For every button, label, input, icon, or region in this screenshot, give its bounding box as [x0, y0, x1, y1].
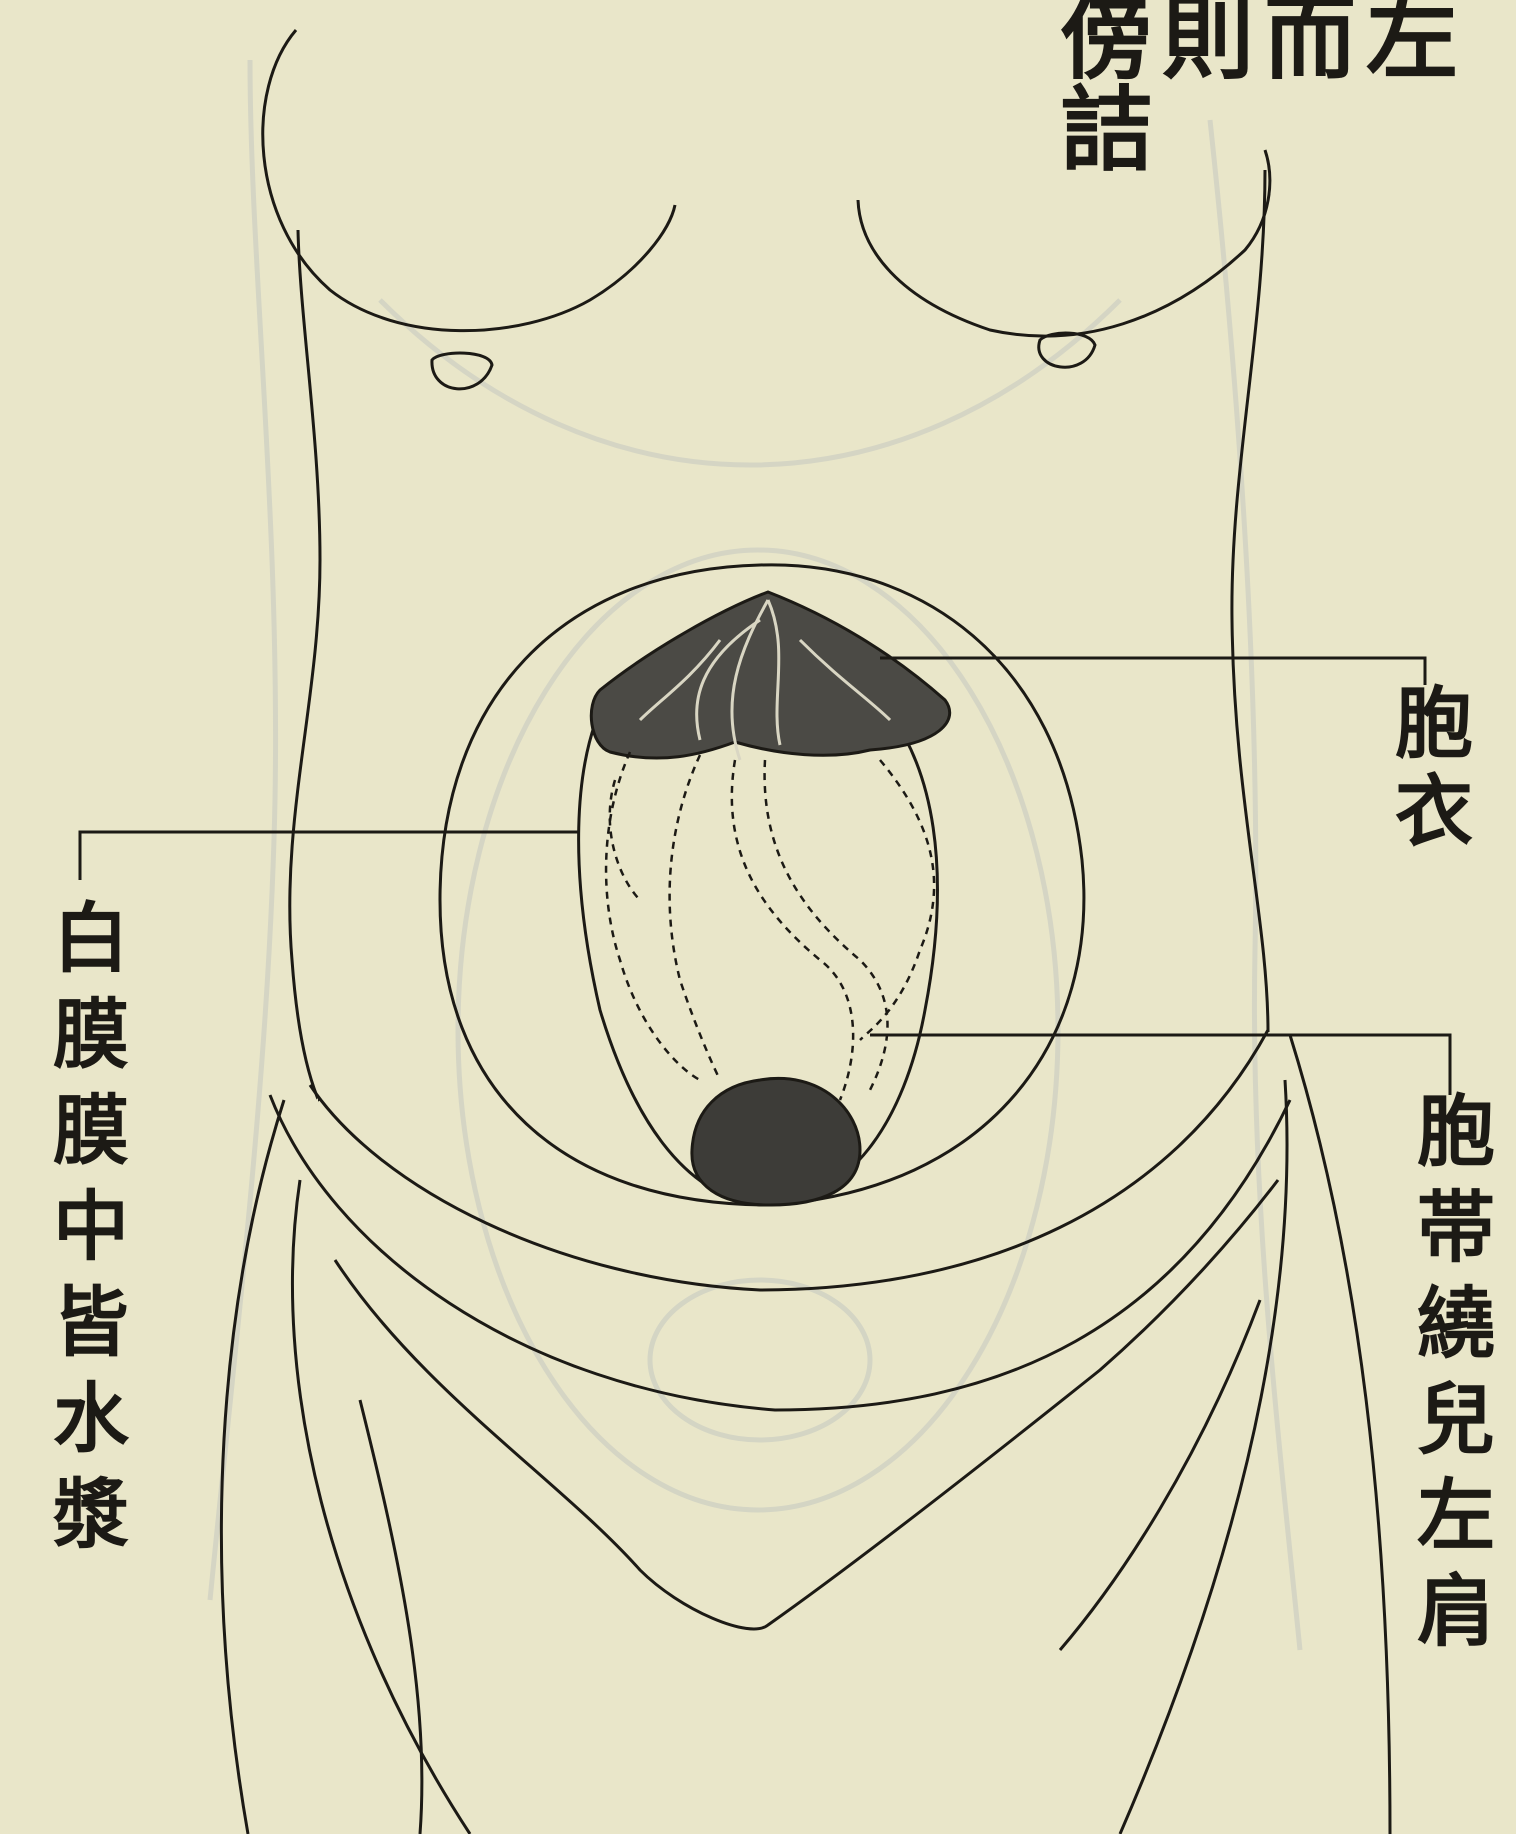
left-fold-3 — [360, 1400, 422, 1834]
faint-underdrawing — [210, 60, 1300, 1650]
fetal-head — [692, 1078, 860, 1205]
body-outline — [221, 30, 1390, 1834]
header-text-fragment: 傍則而左詰 — [1060, 0, 1516, 176]
left-outer-fold — [221, 1100, 284, 1834]
right-outer-fold — [1290, 1035, 1390, 1834]
drape-v — [335, 1180, 1278, 1629]
umbilical-cord — [606, 752, 934, 1100]
torso-left — [290, 230, 320, 1100]
amnion-label: 白膜膜中皆水漿 — [46, 898, 122, 1570]
umbilical-cord-label: 胞帯繞兒左肩 — [1410, 1090, 1488, 1666]
right-fold-3 — [1060, 1300, 1260, 1650]
left-fold-2 — [292, 1180, 470, 1834]
cord-leader — [870, 1035, 1450, 1095]
placenta-label: 胞衣 — [1388, 682, 1466, 858]
placenta — [591, 592, 949, 760]
left-breast — [263, 30, 675, 331]
amnion-leader — [80, 832, 580, 880]
